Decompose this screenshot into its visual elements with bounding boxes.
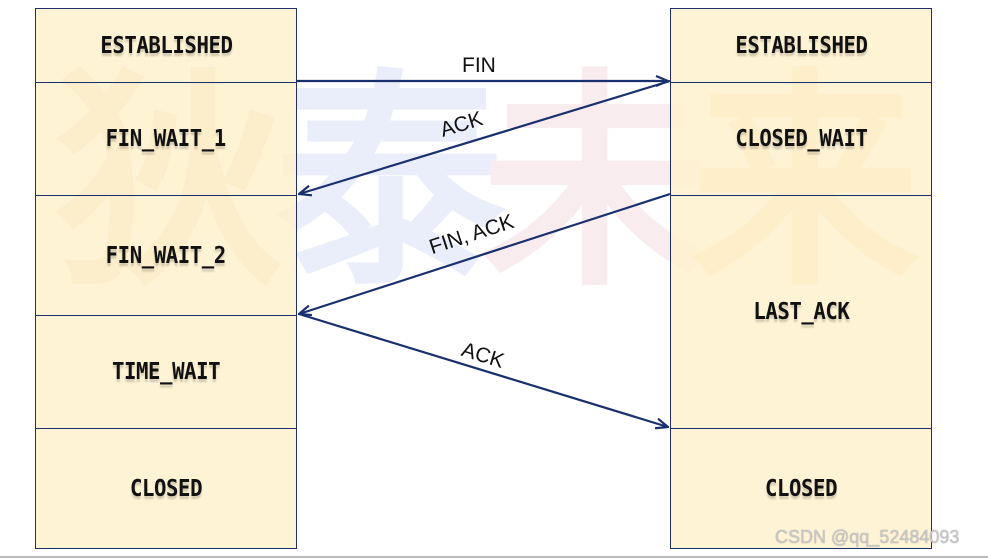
arrow-ack-2 xyxy=(298,312,668,427)
client-state-closed: CLOSED xyxy=(35,428,297,549)
server-state-closed-wait: CLOSED_WAIT xyxy=(670,82,932,196)
state-label: FIN_WAIT_2 xyxy=(105,242,227,269)
state-label: FIN_WAIT_1 xyxy=(105,126,227,152)
client-state-established: ESTABLISHED xyxy=(35,8,297,83)
server-state-last-ack: LAST_ACK xyxy=(670,195,932,429)
server-state-closed: CLOSED xyxy=(670,428,932,549)
arrow-fin-ack xyxy=(299,192,671,314)
arrow-ack-1 xyxy=(299,79,671,194)
bottom-divider xyxy=(0,556,988,558)
client-state-fin-wait-1: FIN_WAIT_1 xyxy=(35,82,297,196)
state-label: CLOSED xyxy=(129,475,203,502)
server-state-established: ESTABLISHED xyxy=(670,8,932,83)
credit-watermark: CSDN @qq_52484093 xyxy=(775,527,960,547)
state-label: ESTABLISHED xyxy=(734,32,868,59)
state-label: CLOSED_WAIT xyxy=(734,126,868,152)
state-label: ESTABLISHED xyxy=(99,32,233,59)
message-label-fin: FIN xyxy=(462,54,496,77)
state-label: CLOSED xyxy=(764,475,838,502)
state-label: TIME_WAIT xyxy=(111,359,221,385)
state-label: LAST_ACK xyxy=(752,299,850,325)
